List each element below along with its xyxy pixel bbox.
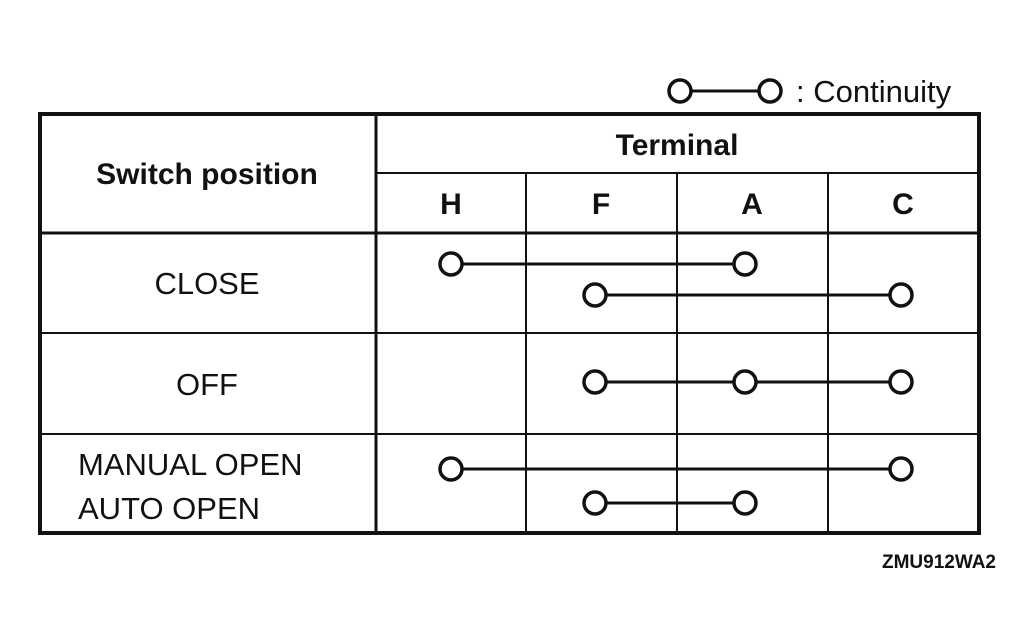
terminal-node-a-icon <box>732 490 758 516</box>
legend-terminal-left-icon <box>667 78 693 104</box>
terminal-node-h-icon <box>438 456 464 482</box>
position-label-close: CLOSE <box>154 266 259 301</box>
terminal-node-f-icon <box>582 490 608 516</box>
terminal-label-h: H <box>440 188 462 221</box>
legend-label: : Continuity <box>796 74 952 109</box>
terminal-node-c-icon <box>888 282 914 308</box>
terminal-node-a-icon <box>732 251 758 277</box>
terminal-label-f: F <box>592 188 610 221</box>
terminal-node-f-icon <box>582 369 608 395</box>
terminal-node-a-icon <box>732 369 758 395</box>
terminal-label-c: C <box>892 188 914 221</box>
legend-terminal-right-icon <box>757 78 783 104</box>
position-label-auto-open: AUTO OPEN <box>78 491 260 526</box>
continuity-connections <box>438 251 914 516</box>
position-label-manual-open: MANUAL OPEN <box>78 447 303 482</box>
terminal-label-a: A <box>741 188 763 221</box>
continuity-table-grid <box>38 112 981 535</box>
terminal-header: Terminal <box>616 129 739 162</box>
terminal-node-c-icon <box>888 369 914 395</box>
table-border <box>38 112 981 535</box>
continuity-legend: : Continuity <box>667 74 952 109</box>
switch-position-header: Switch position <box>96 158 318 191</box>
terminal-node-h-icon <box>438 251 464 277</box>
position-label-off: OFF <box>176 367 238 402</box>
terminal-node-c-icon <box>888 456 914 482</box>
figure-code: ZMU912WA2 <box>882 552 996 573</box>
terminal-node-f-icon <box>582 282 608 308</box>
